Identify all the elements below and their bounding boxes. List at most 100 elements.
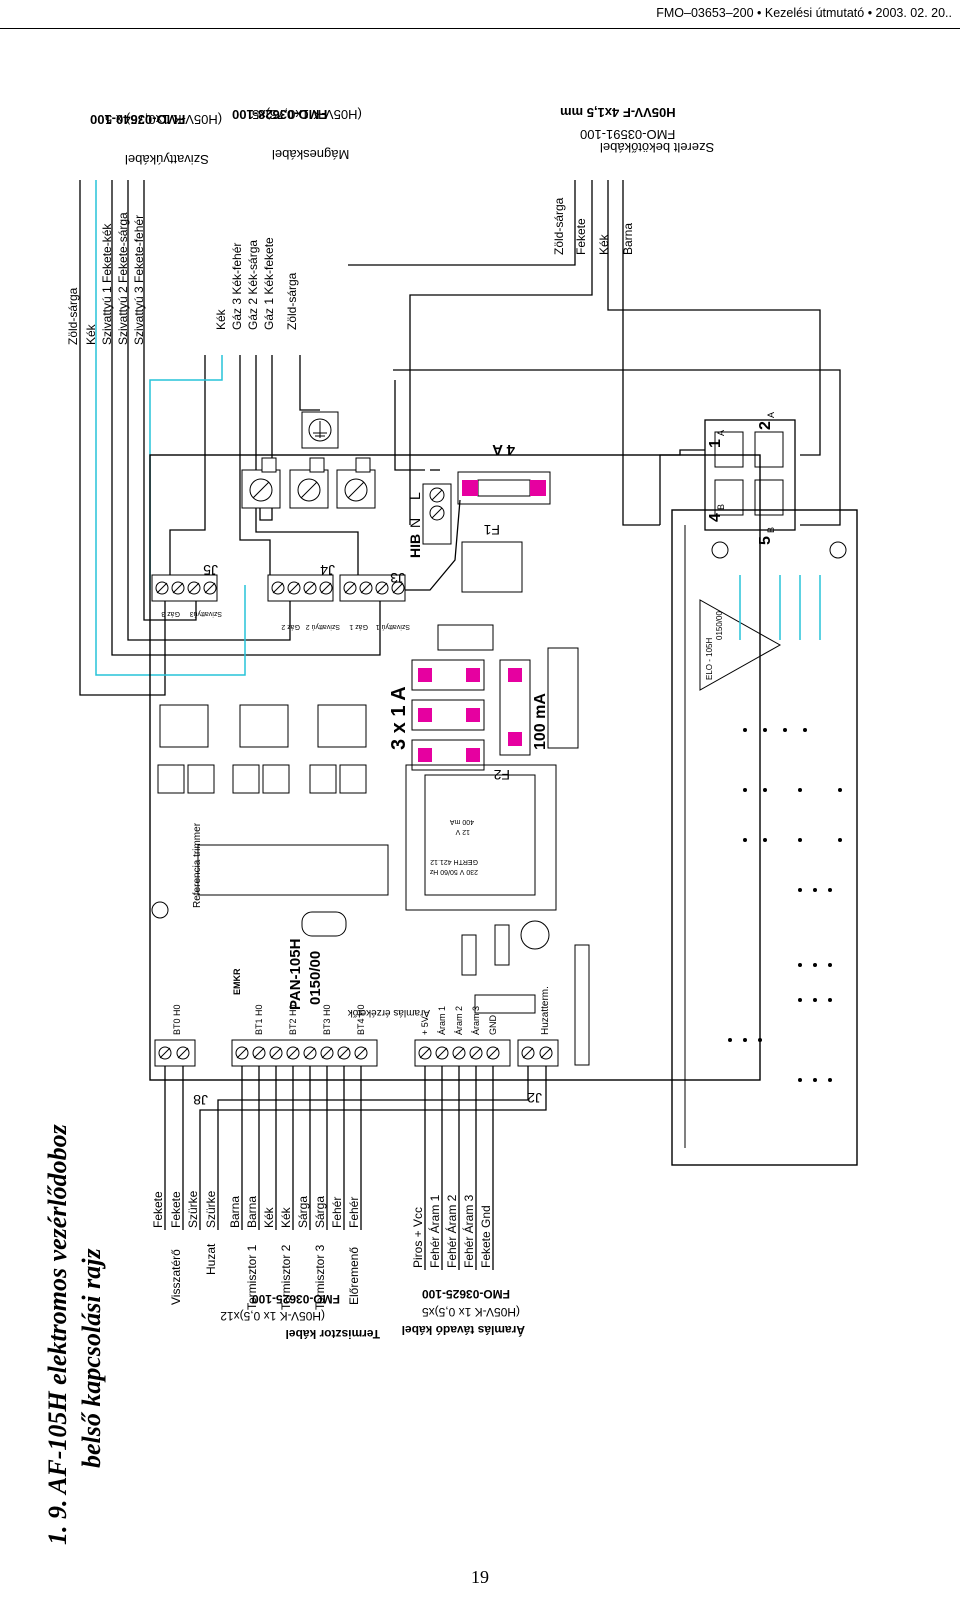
connector-j2: J2 xyxy=(527,1090,542,1106)
pin-label: Áram 3 xyxy=(471,1006,481,1035)
wire-label: Barna xyxy=(228,1196,242,1228)
current-spec: (H05V-K 1x 0,5)x5 xyxy=(422,1305,520,1319)
current-cable-label: FMO-03625-100 (H05V-K 1x 0,5)x5 Áramlás … xyxy=(402,1287,525,1338)
wire-label: Barna xyxy=(621,223,635,255)
relay-label: B xyxy=(766,527,776,533)
fuse-f1-label: F1 xyxy=(483,522,500,538)
pump-spec: (H05V-K 1x0,75) x 5 xyxy=(105,112,222,127)
wire-label: Fekete xyxy=(151,1191,165,1228)
pin-label: Áram 2 xyxy=(454,1006,464,1035)
pin-label: BT0 H0 xyxy=(172,1004,182,1035)
top-pin-labels: Gáz 3 Szivattyú3 Gáz 2 Szivattyú 2 Gáz 1… xyxy=(161,610,410,630)
display-code: ELO - 105H xyxy=(705,638,714,680)
group-label: Huzat xyxy=(204,1243,218,1275)
pin-label: Szivattyú 1 xyxy=(376,623,410,630)
wire-label: Szivattyú 2 Fekete-sárga xyxy=(116,212,130,345)
pin-label: BT3 H0 xyxy=(322,1004,332,1035)
group-label: Előremenő xyxy=(347,1247,361,1305)
page-number: 19 xyxy=(471,1567,489,1587)
header-rule xyxy=(0,28,960,29)
page-header: FMO–03653–200 • Kezelési útmutató • 2003… xyxy=(656,6,952,20)
n-label: N xyxy=(407,518,423,528)
diagram-title: 1. 9. AF-105H elektromos vezérlődoboz be… xyxy=(43,1123,106,1545)
transformer-text: GERTH 421.12 xyxy=(430,858,478,865)
solenoid-spec: (H05V-K 1x0,75)x5 xyxy=(252,107,362,122)
bottom-pin-labels: BT0 H0 BT1 H0 BT2 H0 BT3 H0 BT4 H0 + 5V … xyxy=(172,986,551,1035)
l-label: L xyxy=(407,492,423,500)
referencia-label: Referencia trimmer xyxy=(192,822,203,908)
transformer-text: 230 V 50/60 Hz xyxy=(429,868,478,875)
wire-label: Szürke xyxy=(186,1190,200,1228)
pin-label: Gáz 3 xyxy=(161,610,180,617)
fuses-3x-label: 3 x 1 A xyxy=(388,686,410,750)
aramlas-label: Áramlás érzékelők xyxy=(347,1007,430,1020)
brand-label: EMKR xyxy=(232,968,242,995)
pin-label: Szivattyú3 xyxy=(190,610,222,617)
wire-label: Sárga xyxy=(313,1196,327,1228)
wire-label: Kék xyxy=(279,1206,293,1228)
top-terminals xyxy=(151,411,452,602)
current-title: Áramlás távadó kábel xyxy=(402,1323,525,1338)
relay-label: 4 xyxy=(707,513,724,522)
hib-label: HIB xyxy=(407,534,423,558)
pin-label: BT2 H0 xyxy=(288,1004,298,1035)
current-code: FMO-03625-100 xyxy=(422,1287,510,1301)
fuses: F1 4 A 3 x 1 A 100 mA F2 xyxy=(388,441,579,783)
top-wires xyxy=(79,180,841,696)
pump-title: Szivattyúkábel xyxy=(125,152,209,167)
relay-label: A xyxy=(716,430,726,436)
wire-label: Fehér Áram 2 xyxy=(444,1194,459,1268)
current-wire-labels: Piros + Vcc Fehér Áram 1 Fehér Áram 2 Fe… xyxy=(411,1194,493,1268)
connector-labels: J5 J4 J3 J8 J2 HIB N L xyxy=(193,492,542,1108)
wire-label: Szürke xyxy=(204,1190,218,1228)
title-line-2: belső kapcsolási rajz xyxy=(77,1248,106,1468)
wire-label: Fekete Gnd xyxy=(479,1205,493,1268)
wire-label: Gáz 1 Kék-fekete xyxy=(262,237,276,330)
relay-label: 1 xyxy=(707,439,724,448)
title-line-1: 1. 9. AF-105H elektromos vezérlődoboz xyxy=(43,1123,72,1545)
fuse-f1-rating: 4 A xyxy=(492,441,515,458)
mains-cable-label: H05VV-F 4x1,5 mm FMO-03591-100 Szerelt b… xyxy=(560,105,714,155)
model-label: PAN-105H xyxy=(287,939,304,1010)
pin-label: BT4 H0 xyxy=(356,1004,366,1035)
relay-label: 2 xyxy=(757,421,774,430)
relay-label: A xyxy=(766,412,776,418)
display-code-2: 0150/00 xyxy=(715,611,724,640)
wire-label: Fehér Áram 1 xyxy=(427,1194,442,1268)
relay-block: 1 A 2 A 4 B 5 B xyxy=(704,412,796,545)
wire-label: Barna xyxy=(245,1196,259,1228)
thermistor-title: Termisztor kábel xyxy=(286,1327,380,1341)
connector-j3: J3 xyxy=(390,570,405,586)
mains-title: Szerelt bekötőkábel xyxy=(600,140,714,155)
mains-spec: H05VV-F 4x1,5 mm xyxy=(560,105,676,120)
pump-code: FMO-03640-100 xyxy=(90,112,185,127)
connector-j4: J4 xyxy=(320,562,335,578)
group-label: Visszatérő xyxy=(169,1249,183,1305)
wire-label: Fehér xyxy=(347,1197,361,1228)
group-label: Termisztor 2 xyxy=(279,1244,293,1310)
solenoid-title: Mágneskábel xyxy=(272,147,349,162)
connector-j8: J8 xyxy=(193,1092,208,1108)
wire-label: Kék xyxy=(84,323,98,345)
pin-label: Gáz 1 xyxy=(349,623,368,630)
thermistor-code: FMO-03625-100 xyxy=(252,1292,340,1306)
wire-label: Fehér xyxy=(330,1197,344,1228)
pcb-board xyxy=(149,454,858,1166)
bottom-wires xyxy=(164,1066,547,1270)
group-label: Termisztor 1 xyxy=(245,1244,259,1310)
thermistor-cable-label: Termisztor kábel (H05V-K 1x 0,5)x12 FMO-… xyxy=(220,1292,380,1341)
wire-label: Kék xyxy=(262,1206,276,1228)
wire-label: Szivattyú 3 Fekete-fehér xyxy=(132,215,146,345)
pin-label: Gáz 2 xyxy=(281,623,300,630)
wire-label: Fekete xyxy=(574,218,588,255)
fuse-f2-rating: 100 mA xyxy=(532,693,549,750)
pump-wire-labels: Zöld-sárga Kék Szivattyú 1 Fekete-kék Sz… xyxy=(66,212,146,345)
thermistor-spec: (H05V-K 1x 0,5)x12 xyxy=(220,1309,325,1323)
wire-label: Zöld-sárga xyxy=(552,197,566,255)
wire-label: Gáz 3 Kék-fehér xyxy=(230,243,244,330)
pin-label: GND xyxy=(488,1015,498,1036)
wire-label: Szivattyú 1 Fekete-kék xyxy=(100,223,114,345)
transformer: 230 V 50/60 Hz GERTH 421.12 12 V 400 mA xyxy=(405,541,557,911)
mains-wire-labels: Zöld-sárga Fekete Kék Barna xyxy=(552,197,635,255)
group-label: Termisztor 3 xyxy=(313,1244,327,1310)
